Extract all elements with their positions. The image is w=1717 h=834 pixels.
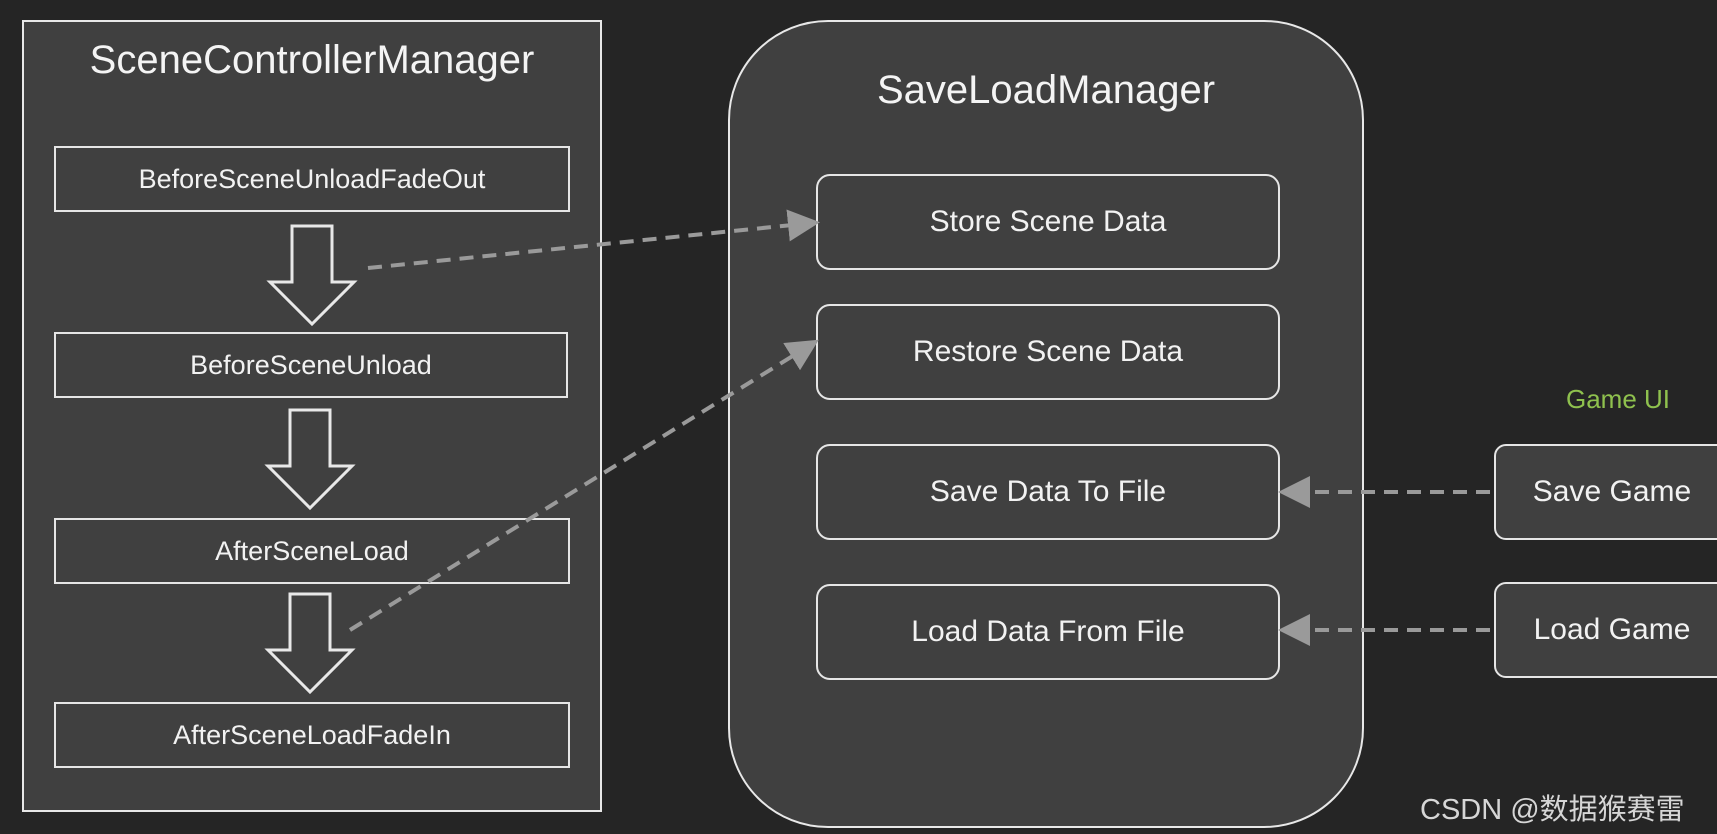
scene-controller-title: SceneControllerManager: [89, 38, 535, 82]
load-data-from-file-box: Load Data From File: [816, 584, 1280, 680]
down-arrow-1: [266, 224, 358, 327]
connector-afterload-to-restore: [348, 339, 819, 632]
step-after-scene-load: AfterSceneLoad: [54, 518, 570, 584]
step-before-scene-unload: BeforeSceneUnload: [54, 332, 568, 398]
store-scene-data-box: Store Scene Data: [816, 174, 1280, 270]
save-load-panel: SaveLoadManager: [728, 20, 1364, 828]
save-load-title: SaveLoadManager: [876, 68, 1216, 112]
load-game-button[interactable]: Load Game: [1494, 582, 1717, 678]
save-game-button[interactable]: Save Game: [1494, 444, 1717, 540]
connector-fadeout-to-store: [367, 209, 820, 270]
watermark-text: CSDN @数据猴赛雷: [1420, 794, 1685, 826]
down-arrow-2: [264, 408, 356, 511]
game-ui-label: Game UI: [1566, 384, 1671, 414]
restore-scene-data-box: Restore Scene Data: [816, 304, 1280, 400]
save-data-to-file-box: Save Data To File: [816, 444, 1280, 540]
step-before-scene-unload-fade-out: BeforeSceneUnloadFadeOut: [54, 146, 570, 212]
down-arrow-3: [264, 592, 356, 695]
step-after-scene-load-fade-in: AfterSceneLoadFadeIn: [54, 702, 570, 768]
